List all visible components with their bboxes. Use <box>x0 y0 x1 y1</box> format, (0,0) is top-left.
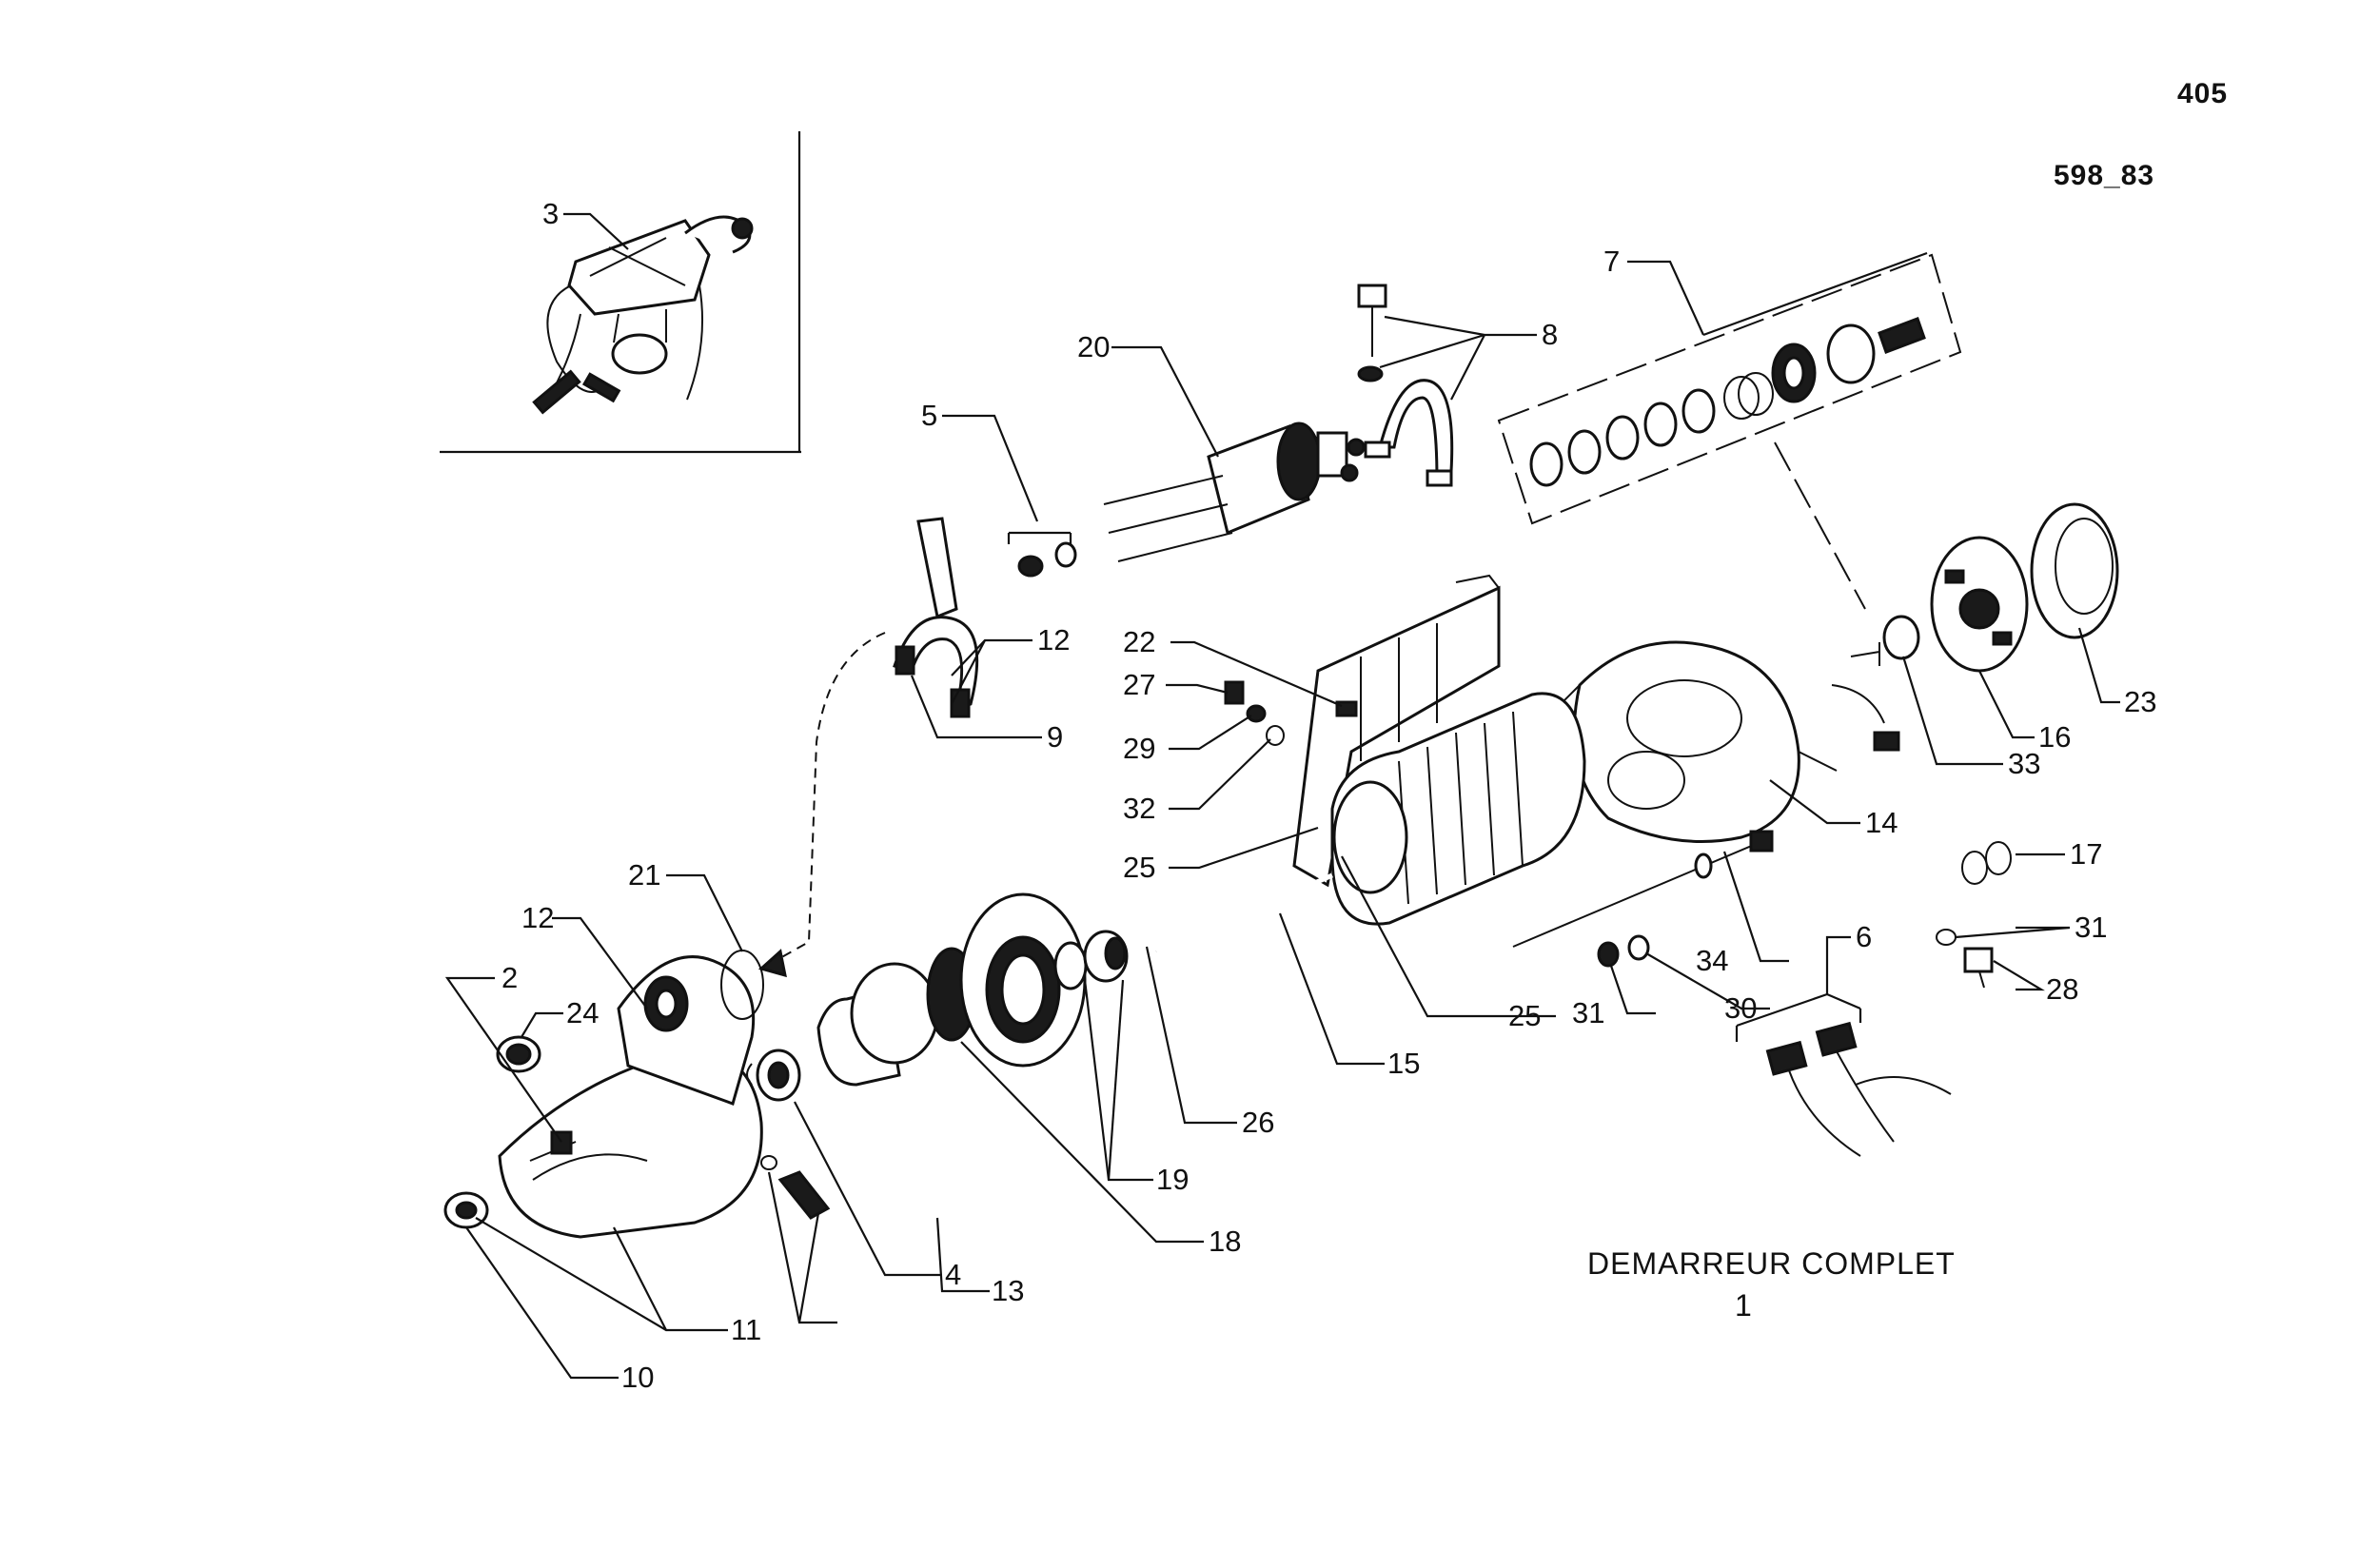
callout-30: 30 <box>1724 991 1757 1025</box>
callout-14: 14 <box>1865 806 1898 839</box>
callout-9: 9 <box>1047 720 1063 754</box>
shift-fork-part-12 <box>893 517 979 718</box>
solenoid-contact-cover-part <box>532 215 754 415</box>
bushing-part-33 <box>1850 615 1920 666</box>
callout-22: 22 <box>1123 625 1155 658</box>
callout-18: 18 <box>1209 1225 1241 1258</box>
assembly-caption-title: DEMARREUR COMPLET <box>1587 1246 1956 1281</box>
leader-lines <box>444 212 2120 1380</box>
callout-8: 8 <box>1542 318 1558 351</box>
nut-washer-part-30-31 <box>1597 934 1650 968</box>
brush-plate-frame-part-25 <box>1292 574 1501 888</box>
drive-end-housing-part-11 <box>498 955 763 1239</box>
callout-labels: 3 20 5 8 7 12 9 22 27 29 32 25 23 16 33 … <box>502 197 2156 1394</box>
callout-2: 2 <box>502 961 518 994</box>
callout-28: 28 <box>2046 972 2078 1006</box>
screw-part-28 <box>1963 947 1994 989</box>
callout-25-lower: 25 <box>1508 999 1541 1032</box>
callout-5: 5 <box>921 399 937 432</box>
dashed-guide-line <box>1774 441 1866 610</box>
stud-part-2 <box>529 1130 577 1162</box>
assembly-caption-number: 1 <box>1735 1288 1752 1323</box>
drive-pinion-part-18 <box>816 947 977 1087</box>
spring-part-17 <box>1961 841 2012 885</box>
callout-19: 19 <box>1156 1163 1189 1196</box>
bushing-part-26 <box>1083 930 1129 983</box>
callout-34: 34 <box>1696 944 1728 977</box>
callout-26: 26 <box>1242 1106 1274 1139</box>
callout-12-fork: 12 <box>1037 623 1070 657</box>
dashed-fork-path <box>760 632 886 970</box>
dowel-part-13 <box>760 1155 831 1220</box>
callout-29: 29 <box>1123 732 1155 765</box>
callout-27: 27 <box>1123 668 1155 701</box>
callout-23: 23 <box>2124 685 2156 718</box>
callout-16: 16 <box>2038 720 2071 754</box>
screw-part-27 <box>1224 680 1245 705</box>
page-number: 405 <box>2177 78 2229 109</box>
washer-part-32 <box>1266 725 1285 746</box>
repair-kit-7-box <box>1497 253 1962 525</box>
bearing-clip-part-4 <box>746 1049 801 1102</box>
callout-25-upper: 25 <box>1123 851 1155 884</box>
callout-13: 13 <box>992 1274 1024 1307</box>
solenoid-part-20 <box>1103 421 1366 562</box>
callout-33: 33 <box>2008 747 2040 780</box>
bracket-part-8 <box>1357 284 1454 487</box>
callout-15: 15 <box>1387 1047 1420 1080</box>
drawing-reference: 598_83 <box>2054 160 2155 191</box>
washer-part-29 <box>1246 704 1267 723</box>
bushing-part-10 <box>443 1191 489 1229</box>
callout-12-housing: 12 <box>521 901 554 934</box>
callout-11: 11 <box>731 1313 761 1346</box>
through-bolt-part-34 <box>1512 830 1774 948</box>
callout-32: 32 <box>1123 792 1155 825</box>
callout-7: 7 <box>1603 245 1620 278</box>
callout-21: 21 <box>628 858 660 892</box>
plug-part-24 <box>496 1035 541 1073</box>
callout-31-right: 31 <box>2075 911 2107 944</box>
end-plate-part-16 <box>1930 536 2029 673</box>
nut-washer-part-5 <box>1017 541 1077 578</box>
callout-6: 6 <box>1856 920 1872 953</box>
callout-10: 10 <box>621 1361 654 1394</box>
callout-4: 4 <box>945 1258 961 1291</box>
armature-part-15 <box>1155 692 1586 954</box>
intermediate-plate-part-19 <box>959 892 1088 1068</box>
callout-20: 20 <box>1077 330 1110 363</box>
arrow-head <box>757 949 787 978</box>
callout-17: 17 <box>2070 837 2102 871</box>
callout-31-lower: 31 <box>1572 996 1604 1029</box>
end-cap-part-23 <box>2030 502 2119 639</box>
field-coil-part-14 <box>1541 640 1900 843</box>
callout-3: 3 <box>542 197 559 230</box>
washer-part-31 <box>1936 929 1957 946</box>
brush-set-part-6 <box>1765 1021 1952 1157</box>
inset-frame <box>440 131 801 454</box>
callout-24: 24 <box>566 996 599 1029</box>
